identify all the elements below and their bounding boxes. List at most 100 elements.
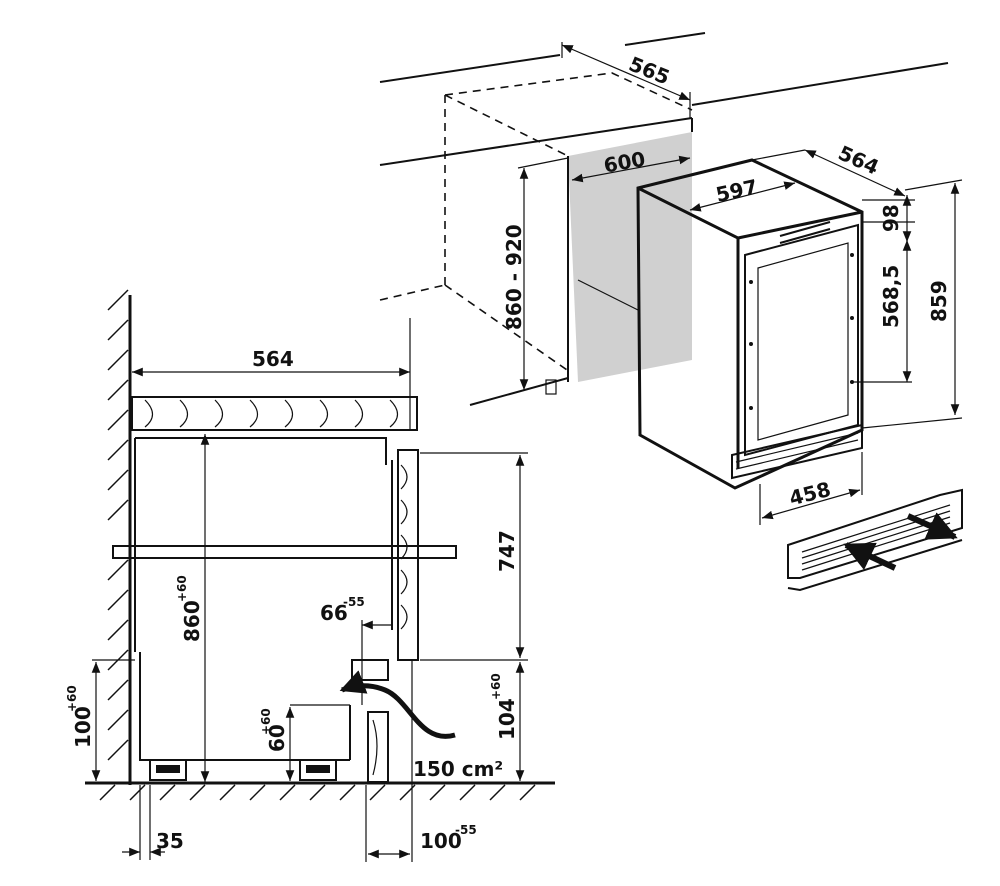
- door-section: [397, 449, 419, 661]
- wall-hatch-7: [107, 469, 129, 491]
- door-screw-1: [749, 280, 753, 284]
- floor-hatch-10: [369, 784, 386, 801]
- appliance-depth-line: [804, 149, 906, 197]
- niche-floor-line: [469, 377, 569, 406]
- worktop-wood-grain: [144, 399, 399, 428]
- floor-hatch-5: [219, 784, 236, 801]
- floor-hatch-2: [129, 784, 146, 801]
- wall-hatch-10: [107, 589, 129, 611]
- niche-depth-line: [561, 44, 691, 101]
- wall-hatch-2: [107, 319, 129, 341]
- worktop-depth-label: 564: [252, 347, 294, 371]
- niche-height-label: 860 - 920: [502, 224, 526, 330]
- grille-width-line: [761, 488, 861, 520]
- door-handle: [779, 221, 831, 237]
- wall-hatch-15: [107, 739, 129, 761]
- door-grain: [400, 464, 408, 630]
- appliance-top-front-edge: [737, 210, 863, 240]
- worktop-back-edge-right: [624, 32, 706, 46]
- door-screw-2: [749, 342, 753, 346]
- wall-hatch-13: [107, 679, 129, 701]
- floor-hatch-8: [309, 784, 326, 801]
- niche-inner-line: [577, 279, 639, 311]
- plinth-height-label: 104: [495, 698, 519, 740]
- plinth-section: [367, 711, 389, 783]
- door-glass: [757, 242, 849, 441]
- floor-hatch-9: [339, 784, 356, 801]
- foot-height-tol: +60: [259, 708, 273, 735]
- plinth-offset-label: 100: [420, 829, 462, 853]
- installation-section-view: 564 860 +60 747 104: [65, 289, 555, 862]
- floor-hatch-12: [429, 784, 446, 801]
- top-offset-label: 98: [879, 204, 903, 232]
- height-ext-top: [904, 179, 963, 191]
- wall-plinth-tol: +60: [65, 685, 79, 712]
- niche-side-panel: [568, 132, 692, 382]
- niche-top-side-dashed: [444, 94, 569, 157]
- appliance-height-label: 859: [927, 280, 951, 322]
- grille-width-label: 458: [787, 477, 833, 510]
- wall-hatch-4: [107, 379, 129, 401]
- shelf-rail: [112, 545, 457, 559]
- floor-hatch-3: [159, 784, 176, 801]
- appliance-base-section: [139, 652, 350, 761]
- rear-offset-label: 35: [156, 829, 184, 853]
- front-foot-pad: [306, 765, 330, 773]
- floor-hatch-14: [489, 784, 506, 801]
- floor-hatch-15: [519, 784, 536, 801]
- plinth-offset-tol: -55: [455, 823, 477, 837]
- worktop-front-edge: [379, 117, 693, 166]
- niche-width-line: [571, 155, 691, 183]
- door-screw-5: [850, 316, 854, 320]
- front-foot: [299, 759, 337, 781]
- worktop-section: [131, 396, 418, 431]
- floor-hatch-7: [279, 784, 296, 801]
- gap-tol: -55: [343, 595, 365, 609]
- worktop-front-edge-right: [691, 62, 949, 106]
- air-intake-arrow: [843, 542, 897, 571]
- wall-hatch-3: [107, 349, 129, 371]
- gap-label: 66: [320, 601, 348, 625]
- door-handle-lower: [779, 228, 831, 244]
- niche-floor-dashed-left: [379, 284, 446, 301]
- airflow-duct: [351, 659, 389, 681]
- door-screw-4: [850, 253, 854, 257]
- appliance-door: [744, 223, 859, 457]
- plinth-height-tol: +60: [489, 673, 503, 700]
- plinth-grain: [372, 719, 378, 776]
- niche-height-ext-a: [517, 157, 569, 169]
- worktop-back-edge: [379, 54, 561, 83]
- vent-area-label: 150 cm²: [413, 757, 503, 781]
- vent-slat-1: [801, 504, 951, 553]
- niche-3d-view: 565 600 860 - 920: [379, 32, 949, 406]
- wall-plinth-label: 100: [71, 706, 95, 748]
- appliance-depth-label: 564: [835, 141, 883, 180]
- door-height-label: 747: [495, 530, 519, 572]
- appliance-width-label: 597: [714, 175, 760, 207]
- wall-hatch-6: [107, 439, 129, 461]
- rear-foot: [149, 759, 187, 781]
- niche-height-section-tol: +60: [175, 575, 189, 602]
- rear-foot-pad: [156, 765, 180, 773]
- height-ext-bottom: [861, 417, 963, 429]
- grille-slat-2: [735, 439, 859, 470]
- niche-floor-dashed: [444, 284, 571, 373]
- wall-hatch-14: [107, 709, 129, 731]
- ventilation-grille-detail: [787, 488, 963, 592]
- wall-hatch-11: [107, 619, 129, 641]
- appliance-top-corner: [380, 437, 387, 465]
- vent-grille-base: [787, 539, 963, 592]
- appliance-depth-ext: [751, 149, 806, 161]
- door-span-label: 568,5: [879, 265, 903, 328]
- wall-hatch-5: [107, 409, 129, 431]
- foot-height-label: 60: [265, 724, 289, 752]
- wall-hatch-9: [107, 559, 129, 581]
- vent-grille-frame: [787, 488, 963, 579]
- appliance-width-line: [689, 181, 796, 212]
- floor-hatch-13: [459, 784, 476, 801]
- air-exhaust-arrow: [906, 512, 958, 540]
- door-screw-3: [749, 406, 753, 410]
- niche-depth-label: 565: [626, 52, 674, 90]
- floor-hatch-6: [249, 784, 266, 801]
